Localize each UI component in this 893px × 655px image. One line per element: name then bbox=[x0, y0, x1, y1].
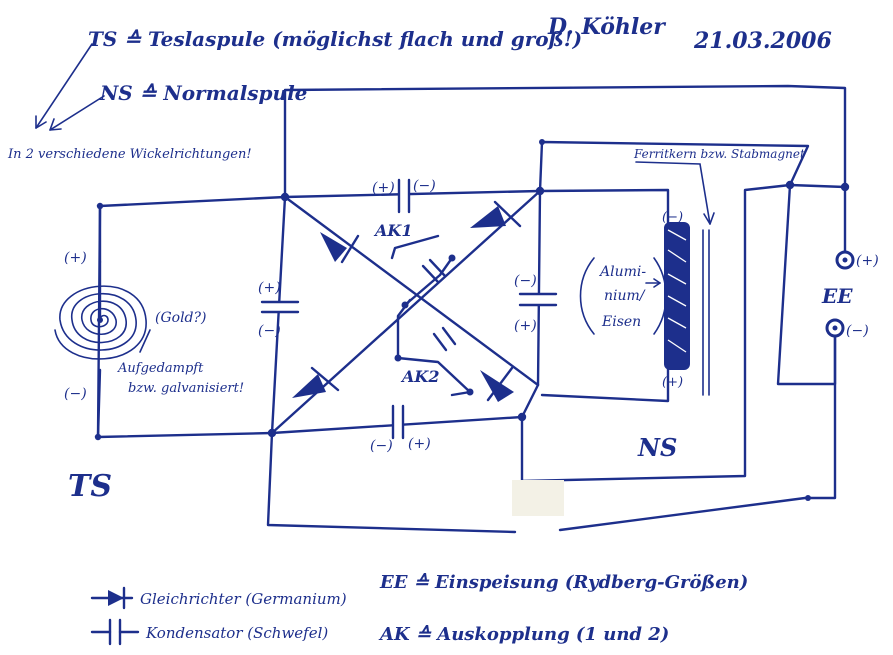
capacitor-bottom bbox=[391, 404, 405, 440]
label-cap-top-minus: (−) bbox=[413, 178, 436, 194]
legend-capacitor-symbol bbox=[90, 618, 140, 646]
label-ferrite: Ferritkern bzw. Stabmagnet bbox=[633, 147, 805, 161]
capacitor-top bbox=[397, 178, 411, 214]
legend-capacitor-label: Kondensator (Schwefel) bbox=[145, 624, 328, 642]
label-vapor-1: Aufgedampft bbox=[117, 361, 204, 376]
legend-rectifier-symbol bbox=[90, 586, 134, 610]
label-ak2: AK2 bbox=[400, 367, 439, 386]
diode-top-left bbox=[320, 232, 360, 264]
label-cap-left-minus: (−) bbox=[258, 323, 281, 339]
label-cap-left-plus: (+) bbox=[258, 280, 281, 296]
label-alu-2: nium/ bbox=[604, 288, 646, 304]
label-ns: NS bbox=[637, 433, 677, 462]
label-ak1: AK1 bbox=[373, 221, 412, 240]
label-core-plus: (+) bbox=[662, 375, 683, 390]
ns-definition: NS ≙ Normalspule bbox=[99, 81, 307, 105]
signature: D. Köhler bbox=[547, 14, 666, 40]
label-cap-right-plus: (+) bbox=[514, 318, 537, 334]
label-cap-bottom-plus: (+) bbox=[408, 436, 431, 452]
legend-ee-definition: EE ≙ Einspeisung (Rydberg-Größen) bbox=[379, 572, 748, 593]
ferrite-core-coil bbox=[635, 161, 715, 396]
gold-pointer bbox=[139, 329, 151, 353]
date: 21.03.2006 bbox=[693, 28, 832, 54]
label-ee-minus: (−) bbox=[846, 323, 869, 339]
tape-patch bbox=[512, 480, 564, 516]
label-cap-top-plus: (+) bbox=[372, 180, 395, 196]
capacitor-left bbox=[260, 300, 300, 314]
tesla-spiral-coil bbox=[54, 204, 147, 439]
label-ee-plus: (+) bbox=[856, 253, 879, 269]
label-vapor-2: bzw. galvanisiert! bbox=[128, 381, 244, 396]
legend-ak-definition: AK ≙ Auskopplung (1 und 2) bbox=[378, 624, 669, 645]
label-ee: EE bbox=[821, 284, 853, 308]
aluminium-bracket bbox=[579, 257, 667, 335]
ts-definition: TS ≙ Teslaspule (möglichst flach und gro… bbox=[88, 27, 582, 51]
label-cap-right-minus: (−) bbox=[514, 273, 537, 289]
label-core-minus: (−) bbox=[662, 210, 683, 225]
label-alu-1: Alumi- bbox=[598, 264, 646, 280]
label-cap-bottom-minus: (−) bbox=[370, 438, 393, 454]
circuit-wires bbox=[96, 84, 847, 534]
label-ts-minus: (−) bbox=[64, 386, 87, 402]
label-gold: (Gold?) bbox=[155, 310, 206, 326]
capacitor-ak2 bbox=[432, 326, 457, 352]
capacitor-ak1 bbox=[421, 258, 447, 284]
diode-top-right bbox=[470, 200, 522, 228]
label-ts: TS bbox=[68, 469, 112, 504]
capacitor-right bbox=[518, 292, 558, 307]
legend-rectifier-label: Gleichrichter (Germanium) bbox=[140, 590, 347, 608]
diode-bottom-right bbox=[480, 366, 514, 402]
pointer-arrows bbox=[35, 43, 105, 131]
label-ts-plus: (+) bbox=[64, 250, 87, 266]
ee-terminals bbox=[825, 250, 855, 338]
junction-dots bbox=[94, 139, 850, 501]
winding-note: In 2 verschiedene Wickelrichtungen! bbox=[7, 147, 252, 162]
label-alu-3: Eisen bbox=[601, 314, 641, 330]
diode-bottom-left bbox=[292, 366, 340, 398]
